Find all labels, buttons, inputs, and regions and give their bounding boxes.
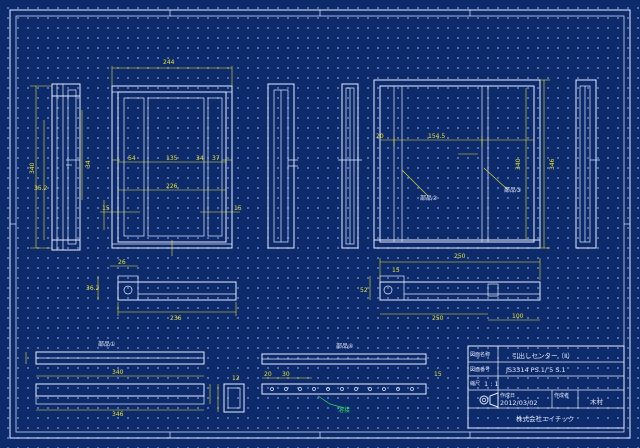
dim-36-2: 36.2	[86, 285, 100, 292]
dim-34-left: 34	[85, 160, 92, 168]
part-label-p1: 部品①	[98, 340, 115, 348]
tb-scale-label: 縮尺	[470, 380, 480, 387]
part-label-p4: 部品④	[336, 342, 353, 350]
right-side-view	[575, 79, 600, 249]
bottom-section-right	[369, 258, 541, 321]
dim-236: 236	[170, 315, 182, 322]
part1-bars	[25, 351, 211, 411]
dim-154-5: 154.5	[428, 133, 445, 140]
dim-250-b: 250	[432, 315, 444, 322]
dim-20: 20	[376, 133, 384, 140]
tb-number-label: 図面番号	[470, 366, 490, 373]
projection-symbol	[479, 395, 489, 405]
tb-date-label: 作成日	[500, 392, 515, 399]
tb-author-label: 作成者	[554, 392, 569, 399]
hole-row	[270, 387, 414, 391]
middle-side-view	[267, 83, 298, 249]
dim-244: 244	[163, 59, 175, 66]
bottom-section-left	[97, 265, 237, 316]
tb-name-value: 引出しセンター（Ⅱ）	[512, 351, 574, 360]
dim-346: 346	[549, 158, 556, 170]
border-ticks	[10, 10, 630, 438]
dim-12: 12	[232, 375, 240, 382]
dim-35-2: 35.2	[34, 185, 48, 192]
dim-37: 37	[212, 155, 220, 162]
weld-note: 溶接	[338, 406, 350, 414]
tb-author-value: 木村	[590, 397, 604, 406]
dim-340-left: 340	[29, 162, 36, 174]
title-block	[467, 345, 625, 429]
dim-15-d: 15	[434, 371, 442, 378]
part-label-p2: 部品②	[420, 194, 438, 202]
dim-100: 100	[512, 313, 524, 320]
tb-scale-value: 1 : 1	[484, 380, 499, 388]
dim-30: 30	[282, 371, 290, 378]
dim-34-front: 34	[196, 155, 204, 162]
tb-name-label: 図面名称	[470, 351, 490, 358]
dim-52: 52	[360, 287, 368, 294]
part4-bar	[261, 353, 427, 409]
dim-20-b: 20	[264, 371, 272, 378]
dim-135: 135	[166, 155, 178, 162]
part-label-p3: 部品③	[504, 186, 521, 194]
dim-346-bar: 346	[112, 411, 124, 418]
dim-226: 226	[166, 183, 178, 190]
small-bracket	[217, 383, 245, 413]
tb-date-value: 2012/03/02	[500, 399, 537, 407]
dim-26: 26	[118, 259, 126, 266]
left-side-view	[30, 83, 83, 251]
rail-view	[338, 83, 362, 249]
dim-340-bar: 340	[112, 369, 124, 376]
front-frame-view	[100, 66, 240, 256]
dim-340-panel: 340	[515, 158, 522, 170]
tb-number-value: JS3314 PS.1/ 5 S.1	[505, 366, 566, 374]
tb-company: 株式会社エイテック	[516, 414, 574, 423]
dim-15-b: 15	[234, 205, 242, 212]
dim-15-c: 15	[392, 267, 400, 274]
dim-250: 250	[454, 253, 466, 260]
large-panel-view	[373, 79, 550, 249]
dim-15-a: 15	[102, 205, 110, 212]
dim-54: 54	[128, 155, 136, 162]
